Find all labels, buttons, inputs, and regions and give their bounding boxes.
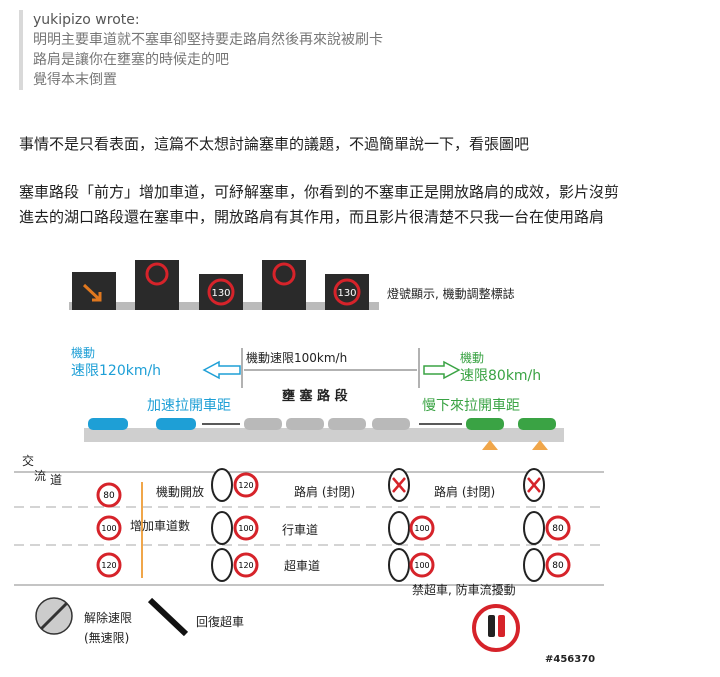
mid-speed-label: 機動速限100km/h [246,350,347,365]
no-passing-label: 禁超車, 防車流擾動 [412,582,516,597]
interchange-char-3: 道 [50,473,62,487]
limit-3-b: 100 [414,561,429,570]
congested-label: 壅 塞 路 段 [282,388,348,404]
shoulder-closed-2: 路肩 (封閉) [434,484,495,499]
cars [88,418,556,430]
gantry: 130 130 [69,260,379,310]
highway-shoulder-diagram: 130 130 燈號顯示, 機動調整標誌 機動 速限120km/h 機動速限10… [14,260,604,665]
limit-1-b: 100 [101,524,116,533]
driving-lane-label: 行車道 [282,523,318,537]
gantry-label: 燈號顯示, 機動調整標誌 [387,286,515,301]
limit-2-c: 120 [238,561,253,570]
quote-line-2: 路肩是讓你在壅塞的時候走的吧 [33,52,229,68]
limit-4-b: 80 [552,561,564,571]
limit-3-a: 100 [414,524,429,533]
shoulder-open-label: 機動開放 [156,484,204,499]
gantry-sign-130-a: 130 [211,288,230,299]
limit-column-2: 120 100 120 [211,468,259,582]
right-speed-line1: 機動 [460,350,484,365]
derestrict-label-1: 解除速限 [84,610,132,625]
limit-column-4: 80 80 [523,468,571,582]
quote-author: yukipizo wrote: [33,12,140,28]
limit-1-c: 120 [101,561,116,570]
lane-add-label: 增加車道數 [130,519,190,533]
post-paragraph-2-line-2: 進去的湖口路段還在塞車中，開放路肩有其作用，而且影片很清楚不只我一台在使用路肩 [19,208,605,226]
derestrict-label-2: (無速限) [84,630,129,645]
limit-column-3: 100 100 [388,468,435,582]
shoulder-closed-1: 路肩 (封閉) [294,484,355,499]
left-arrow-icon [202,360,241,380]
right-arrow-icon [423,360,461,380]
left-speed-line1: 機動 [71,345,95,360]
post-paragraph-1: 事情不是只看表面，這篇不太想討論塞車的議題，不過簡單說一下，看張圖吧 [19,135,530,153]
passing-lane-label: 超車道 [284,558,320,573]
closed-x-icon-1 [392,477,406,493]
interchange-char-1: 交 [22,453,34,468]
no-passing-sign-icon [472,604,520,652]
interchange-char-2: 流 [34,469,46,483]
quote-line-1: 明明主要車道就不塞車卻堅持要走路肩然後再來說被刷卡 [33,32,383,48]
right-speed-line2: 速限80km/h [460,368,541,384]
quote-block: yukipizo wrote: 明明主要車道就不塞車卻堅持要走路肩然後再來說被刷… [19,10,713,90]
limit-column-1: 80 100 120 [96,482,122,578]
post-paragraph-2-line-1: 塞車路段「前方」增加車道，可紓解塞車，你看到的不塞車正是開放路肩的成效，影片沒剪 [19,183,620,201]
resume-passing-label: 回復超車 [196,614,244,629]
gantry-sign-130-b: 130 [337,288,356,299]
closed-x-icon-2 [527,477,541,493]
limit-2-b: 100 [238,524,253,533]
left-speed-line2: 速限120km/h [71,363,161,379]
limit-2-a: 120 [238,481,253,490]
limit-4-a: 80 [552,524,564,534]
accelerate-label: 加速拉開車距 [147,397,231,414]
up-arrow-icon-2 [532,440,548,450]
arrow-sign-icon [82,283,102,302]
quote-line-3: 覺得本末倒置 [33,72,117,88]
up-arrow-icon-1 [482,440,498,450]
limit-1-a: 80 [103,491,115,501]
watermark: #456370 [545,654,595,665]
slow-label: 慢下來拉開車距 [422,397,520,414]
